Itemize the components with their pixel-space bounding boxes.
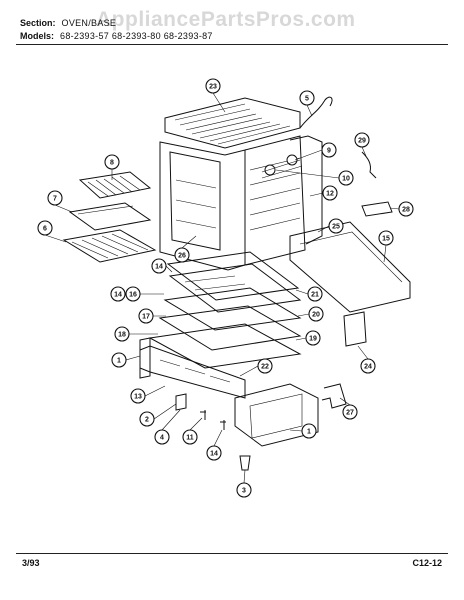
callout-10: 10 (338, 170, 354, 186)
svg-text:1: 1 (307, 429, 311, 436)
callout-18: 18 (114, 326, 130, 342)
callout-21: 21 (307, 286, 323, 302)
svg-text:10: 10 (342, 176, 350, 183)
callout-19: 19 (305, 330, 321, 346)
callout-1b: 1 (301, 423, 317, 439)
section-value: OVEN/BASE (61, 18, 117, 28)
svg-text:17: 17 (142, 314, 150, 321)
callout-15: 15 (378, 230, 394, 246)
models-value: 68-2393-57 68-2393-80 68-2393-87 (60, 31, 213, 41)
oven-racks-drawing (62, 171, 157, 263)
svg-text:24: 24 (364, 364, 372, 371)
svg-text:3: 3 (242, 488, 246, 495)
svg-text:23: 23 (209, 84, 217, 91)
callout-22: 22 (257, 358, 273, 374)
callout-5: 5 (299, 90, 315, 106)
wiring-and-element-drawing (261, 96, 377, 179)
svg-text:12: 12 (326, 191, 334, 198)
callout-26: 26 (174, 247, 190, 263)
callout-8: 8 (104, 154, 120, 170)
callout-25: 25 (328, 218, 344, 234)
svg-text:14: 14 (210, 451, 218, 458)
svg-text:28: 28 (402, 207, 410, 214)
svg-text:19: 19 (309, 336, 317, 343)
back-panel-drawing (289, 201, 411, 313)
base-frame-drawing (139, 311, 367, 471)
callout-2: 2 (139, 411, 155, 427)
models-header: Models: 68-2393-57 68-2393-80 68-2393-87 (20, 31, 213, 41)
svg-text:2: 2 (145, 417, 149, 424)
callout-11: 11 (182, 429, 198, 445)
svg-text:1: 1 (117, 358, 121, 365)
svg-text:14: 14 (155, 264, 163, 271)
callout-6: 6 (37, 220, 53, 236)
svg-text:9: 9 (327, 148, 331, 155)
callout-1a: 1 (111, 352, 127, 368)
callout-24: 24 (360, 358, 376, 374)
callout-14c: 14 (206, 445, 222, 461)
callout-28: 28 (398, 201, 414, 217)
svg-text:22: 22 (261, 364, 269, 371)
callout-17: 17 (138, 308, 154, 324)
callout-12: 12 (322, 185, 338, 201)
page-code: C12-12 (412, 558, 442, 568)
svg-text:4: 4 (160, 435, 164, 442)
header-rule (16, 44, 448, 45)
svg-text:25: 25 (332, 224, 340, 231)
leader-lines (44, 92, 400, 484)
callout-27: 27 (342, 404, 358, 420)
svg-text:14: 14 (114, 292, 122, 299)
svg-text:8: 8 (110, 160, 114, 167)
callout-14a: 14 (151, 258, 167, 274)
svg-text:20: 20 (312, 312, 320, 319)
callout-4: 4 (154, 429, 170, 445)
broiler-drawer-drawing (148, 251, 302, 369)
svg-text:11: 11 (186, 435, 194, 442)
footer-rule (16, 553, 448, 554)
date-code: 3/93 (22, 558, 40, 568)
callout-13: 13 (130, 388, 146, 404)
callout-9: 9 (321, 142, 337, 158)
watermark: AppliancePartsPros.com (96, 8, 356, 31)
section-label: Section: (20, 18, 56, 28)
callout-29: 29 (354, 132, 370, 148)
callout-23: 23 (205, 78, 221, 94)
svg-text:21: 21 (311, 292, 319, 299)
svg-text:13: 13 (134, 394, 142, 401)
svg-text:26: 26 (178, 253, 186, 260)
svg-text:5: 5 (305, 96, 309, 103)
svg-text:15: 15 (382, 236, 390, 243)
callout-16: 16 (125, 286, 141, 302)
callout-7: 7 (47, 190, 63, 206)
callout-3: 3 (236, 482, 252, 498)
callout-20: 20 (308, 306, 324, 322)
svg-text:29: 29 (358, 138, 366, 145)
callout-14b: 14 (110, 286, 126, 302)
svg-text:27: 27 (346, 410, 354, 417)
section-header: Section: OVEN/BASE (20, 18, 116, 28)
models-label: Models: (20, 31, 55, 41)
svg-text:18: 18 (118, 332, 126, 339)
oven-cavity-drawing (159, 97, 323, 271)
svg-text:16: 16 (129, 292, 137, 299)
svg-text:6: 6 (43, 226, 47, 233)
svg-text:7: 7 (53, 196, 57, 203)
